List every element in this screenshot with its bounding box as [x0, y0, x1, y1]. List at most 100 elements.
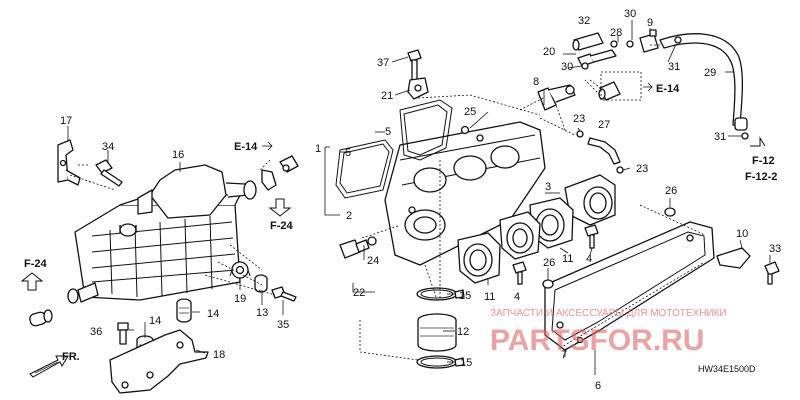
ref-f12: F-12	[752, 155, 775, 167]
callout-14a: 14	[149, 315, 161, 327]
arrow-up-icon	[20, 272, 44, 291]
grommet-part-26a	[664, 207, 676, 217]
valve-part-9	[639, 29, 659, 53]
callout-24: 24	[367, 255, 379, 267]
callout-20: 20	[543, 46, 555, 58]
bolt-part-4a	[584, 224, 599, 249]
callout-23b: 23	[636, 163, 648, 175]
bolt-part-25	[460, 125, 470, 135]
collar-part-13	[254, 274, 268, 293]
callout-14b: 14	[207, 308, 219, 320]
sensor-part-24	[339, 236, 377, 259]
callout-10: 10	[736, 228, 748, 240]
e14-box	[600, 71, 642, 101]
callout-23a: 23	[573, 113, 585, 125]
arrow-right-icon	[262, 141, 273, 151]
reference-dashes	[69, 44, 706, 361]
callout-2: 2	[346, 210, 352, 222]
callout-17: 17	[60, 115, 72, 127]
rubber-mount-14b	[176, 298, 192, 323]
callout-30a: 30	[624, 8, 636, 20]
callout-28: 28	[610, 27, 622, 39]
callout-16: 16	[172, 149, 184, 161]
throttle-body-part-11b	[457, 232, 501, 284]
callout-35: 35	[277, 319, 289, 331]
valve-part-8	[537, 84, 576, 111]
ref-f24-left: F-24	[24, 258, 48, 270]
throttle-body-part-11c	[499, 211, 541, 260]
clip-part-30a	[626, 40, 634, 48]
bolt-part-4b	[512, 261, 527, 285]
clip-part-30b	[581, 62, 589, 70]
clamp-part-15b	[416, 355, 465, 369]
leader-lines	[67, 20, 771, 375]
callout-12: 12	[457, 326, 469, 338]
throttle-body-part-11a	[529, 197, 574, 249]
clip-part-e14	[261, 155, 299, 191]
callout-22: 22	[353, 287, 365, 299]
callout-8: 8	[533, 76, 539, 88]
watermark-caption: ЗАПЧАСТИ И АКСЕССУАРЫ ДЛЯ МОТОТЕХНИКИ	[490, 308, 727, 319]
bracket-part-17	[57, 139, 81, 186]
watermark: ЗАПЧАСТИ И АКСЕССУАРЫ ДЛЯ МОТОТЕХНИКИ PA…	[490, 308, 727, 357]
callout-11b: 11	[484, 291, 495, 303]
bolt-part-37	[407, 49, 422, 81]
diagram-code: HW34E1500D	[698, 364, 756, 374]
cap-part-f24	[29, 309, 53, 327]
callout-36: 36	[90, 326, 102, 338]
callout-30b: 30	[561, 61, 573, 73]
callout-11a: 11	[562, 253, 573, 265]
callout-37: 37	[377, 57, 389, 69]
ref-front: FR.	[62, 351, 80, 363]
ref-e14-left: E-14	[234, 141, 258, 153]
cover-part-6	[544, 221, 715, 351]
callout-32: 32	[578, 15, 590, 27]
sensor-part-21	[407, 77, 429, 100]
callout-19: 19	[234, 293, 246, 305]
callout-18: 18	[213, 349, 225, 361]
callout-26b: 26	[543, 257, 555, 269]
bolt-part-34	[95, 159, 123, 187]
gasket-part-5a	[399, 99, 453, 161]
arrow-right-icon-2	[643, 82, 653, 92]
section-references: E-14 F-24 F-24 E-14 F-12 F-12-2 FR.	[20, 71, 777, 378]
hose-stub-e14	[598, 81, 621, 101]
hose-part-29	[659, 33, 748, 131]
callout-labels: 1 2 3 4 4 5 5 6 7 8 9 10 11 11 12 13 14 …	[60, 8, 781, 392]
callout-4b: 4	[514, 291, 520, 303]
callout-33: 33	[769, 243, 781, 255]
callout-9: 9	[647, 17, 653, 29]
ref-f12-2: F-12-2	[745, 171, 777, 183]
clip-part-23a	[576, 130, 584, 138]
throttle-body-part-3	[564, 174, 616, 226]
clip-part-23b	[616, 166, 624, 174]
clamp-part-15a	[416, 287, 465, 301]
callout-4a: 4	[586, 253, 592, 265]
callout-27: 27	[598, 119, 610, 131]
callout-7: 7	[561, 349, 567, 361]
front-direction-arrow-icon	[29, 355, 69, 378]
pipe-part-20	[577, 49, 617, 67]
bolt-part-36	[117, 322, 129, 345]
callout-5a: 5	[345, 147, 351, 159]
bracket-part-18	[109, 329, 209, 394]
callout-15a: 15	[459, 290, 471, 302]
callout-6: 6	[595, 380, 601, 392]
callout-13: 13	[256, 307, 268, 319]
callout-25: 25	[464, 106, 476, 118]
bolt-part-35	[271, 286, 297, 302]
callout-31b: 31	[714, 131, 726, 143]
callout-34: 34	[102, 141, 114, 153]
callout-3: 3	[545, 181, 551, 193]
arrow-down-icon	[268, 198, 292, 217]
bolt-part-33	[764, 261, 780, 285]
callout-29: 29	[704, 67, 716, 79]
callout-5b: 5	[385, 126, 391, 138]
arrow-down-icon-2	[750, 136, 766, 147]
clip-part-28	[610, 40, 618, 48]
callout-15b: 15	[460, 357, 472, 369]
intercooler-assembly	[67, 164, 257, 304]
callout-26a: 26	[665, 185, 677, 197]
